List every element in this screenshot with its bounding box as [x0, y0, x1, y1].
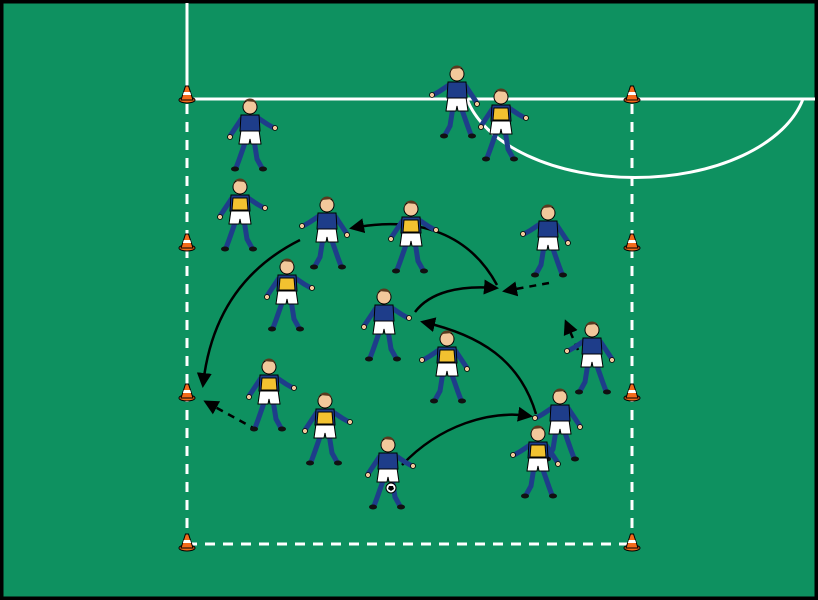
player-yellow [510, 425, 561, 499]
run-arrow [203, 400, 258, 432]
cone-icon [178, 85, 196, 104]
players [217, 65, 615, 510]
cone-icon [623, 85, 641, 104]
pass-arrow [414, 279, 499, 313]
cone-icon [623, 233, 641, 252]
cone-icon [178, 383, 196, 402]
player-blue [299, 196, 350, 270]
player-yellow [302, 392, 353, 466]
player-blue [365, 436, 416, 510]
player-yellow [388, 200, 439, 274]
player-yellow [246, 358, 297, 432]
cone-icon [178, 233, 196, 252]
player-blue [361, 288, 412, 362]
player-blue [227, 98, 278, 172]
movement-arrows [196, 218, 580, 466]
drill-area [185, 104, 634, 546]
player-yellow [478, 88, 529, 162]
player-yellow [419, 330, 470, 404]
player-yellow [264, 258, 315, 332]
player-yellow [217, 178, 268, 252]
cone-icon [623, 383, 641, 402]
cones [178, 85, 641, 552]
football-icon [385, 482, 397, 494]
pass-arrow [349, 218, 499, 286]
pass-arrow [196, 238, 301, 388]
player-blue [520, 204, 571, 278]
pass-arrow [420, 317, 538, 415]
player-blue [429, 65, 480, 139]
cone-icon [178, 533, 196, 552]
cone-icon [623, 533, 641, 552]
player-blue [564, 321, 615, 395]
pass-arrow [401, 406, 533, 466]
